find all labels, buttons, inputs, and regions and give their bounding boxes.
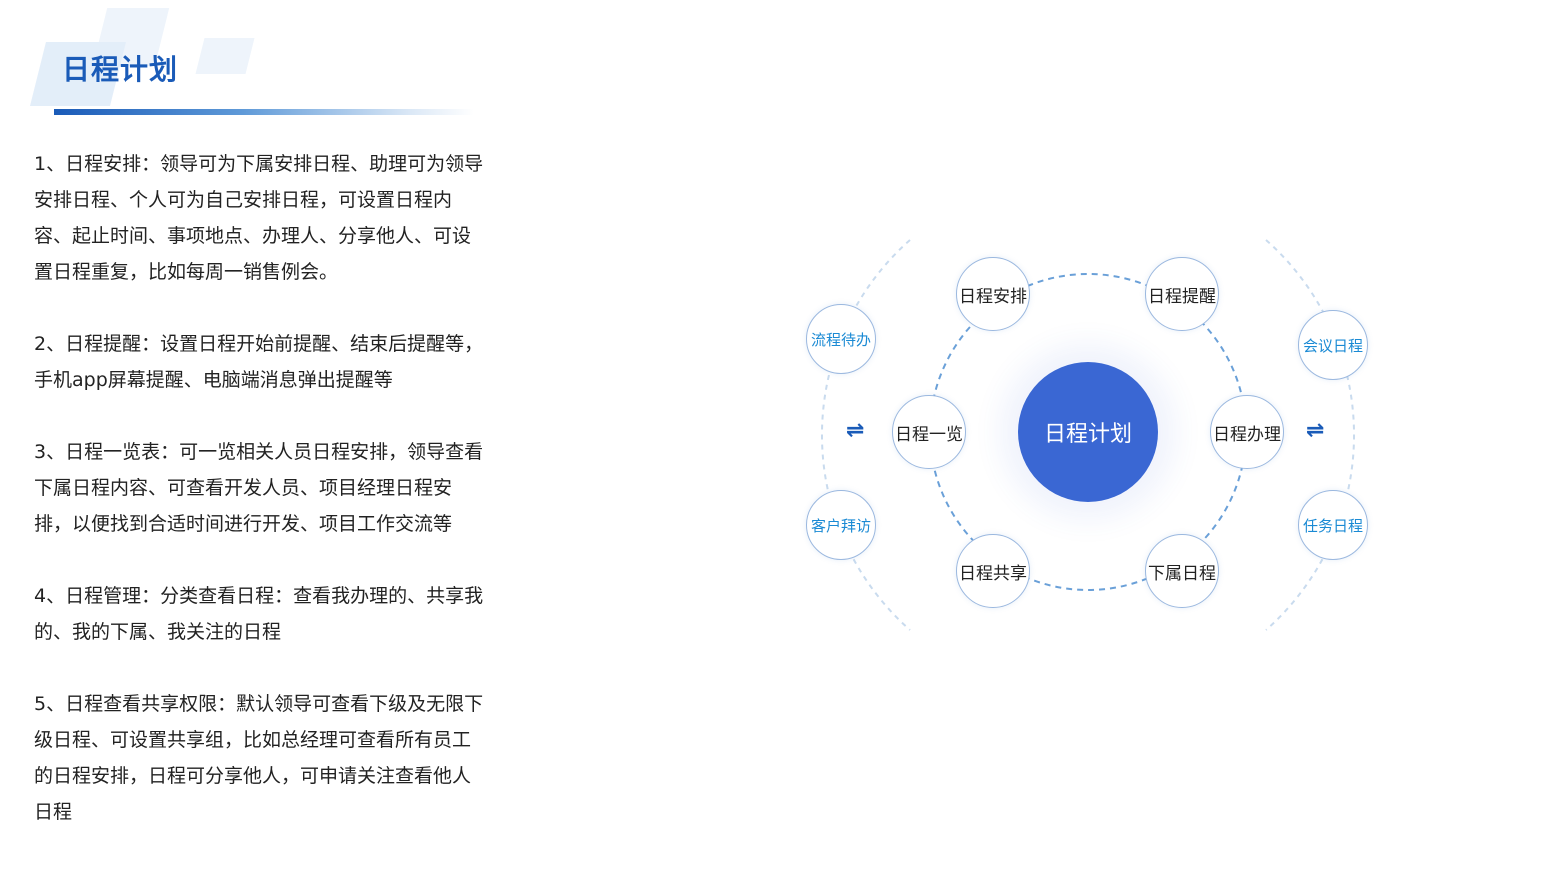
node-process-todo: 流程待办 <box>806 304 876 374</box>
feature-item-schedule: 1、日程安排：领导可为下属安排日程、助理可为领导安排日程、个人可为自己安排日程，… <box>34 153 484 283</box>
node-schedule-arrange: 日程安排 <box>956 257 1030 331</box>
page-title: 日程计划 <box>62 53 179 86</box>
node-schedule-reminder: 日程提醒 <box>1145 257 1219 331</box>
node-customer-visit: 客户拜访 <box>806 490 876 560</box>
feature-list: 1、日程安排：领导可为下属安排日程、助理可为领导安排日程、个人可为自己安排日程，… <box>34 146 486 866</box>
outer-ring-left <box>821 239 911 631</box>
exchange-arrow-icon: ⇌ <box>1306 418 1325 443</box>
node-task-schedule: 任务日程 <box>1298 490 1368 560</box>
exchange-arrow-icon: ⇌ <box>846 418 865 443</box>
node-schedule-handle: 日程办理 <box>1210 395 1284 469</box>
center-node: 日程计划 <box>1018 362 1158 502</box>
outer-ring-right <box>1265 239 1355 631</box>
node-subordinate-schedule: 下属日程 <box>1145 534 1219 608</box>
title-decoration-shape <box>195 38 255 74</box>
title-underline <box>54 109 474 115</box>
node-schedule-share: 日程共享 <box>956 534 1030 608</box>
schedule-diagram: 日程计划 日程安排 日程提醒 日程办理 下属日程 日程共享 日程一览 流程待办 … <box>780 200 1400 670</box>
feature-item-overview: 3、日程一览表：可一览相关人员日程安排，领导查看下属日程内容、可查看开发人员、项… <box>34 441 484 535</box>
feature-item-management: 4、日程管理：分类查看日程：查看我办理的、共享我的、我的下属、我关注的日程 <box>34 585 484 643</box>
node-schedule-overview: 日程一览 <box>892 395 966 469</box>
node-meeting-schedule: 会议日程 <box>1298 310 1368 380</box>
feature-item-reminder: 2、日程提醒：设置日程开始前提醒、结束后提醒等，手机app屏幕提醒、电脑端消息弹… <box>34 333 484 391</box>
feature-item-sharing: 5、日程查看共享权限：默认领导可查看下级及无限下级日程、可设置共享组，比如总经理… <box>34 693 484 823</box>
